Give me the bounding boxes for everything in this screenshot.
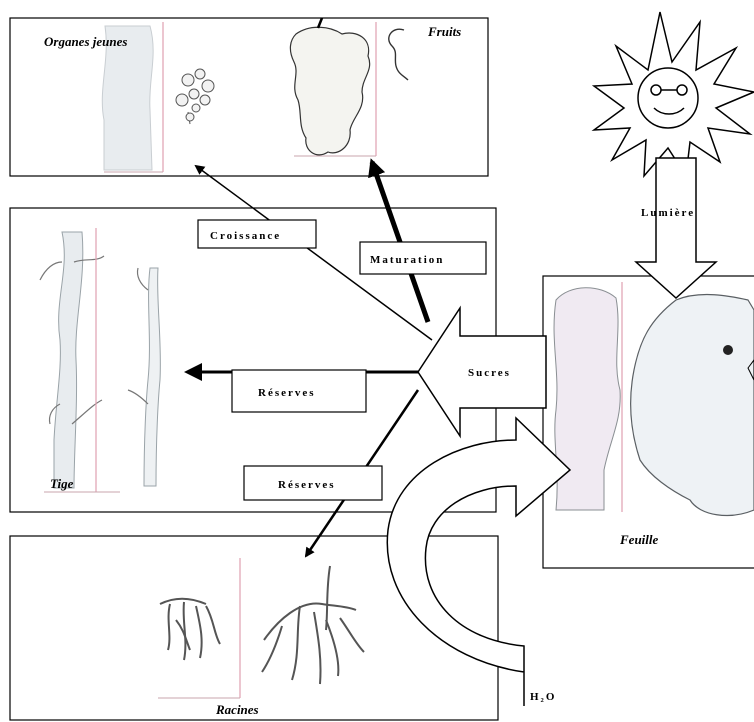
- reserves-tige-label: Réserves: [258, 387, 316, 399]
- croissance-label: Croissance: [210, 230, 281, 242]
- organes-jeunes-title: Organes jeunes: [44, 34, 127, 49]
- fruits-title: Fruits: [427, 24, 461, 39]
- maturation-label-box: Maturation: [360, 242, 486, 274]
- feuille-box: Feuille: [543, 276, 754, 568]
- reserves-racines-label-box: Réserves: [244, 466, 382, 500]
- reserves-racines-label: Réserves: [278, 479, 336, 491]
- croissance-label-box: Croissance: [198, 220, 316, 248]
- reserves-tige-label-box: Réserves: [232, 370, 366, 412]
- organes-jeunes-box: Organes jeunes Fruits: [10, 18, 488, 176]
- feuille-title: Feuille: [619, 532, 659, 547]
- sucres-label: Sucres: [468, 367, 511, 379]
- maturation-label: Maturation: [370, 254, 444, 266]
- racines-title: Racines: [215, 702, 259, 717]
- sun-illustration: [594, 12, 754, 176]
- h2o-label: H₂O: [530, 691, 556, 703]
- lumiere-label: Lumière: [641, 207, 695, 219]
- tige-title: Tige: [50, 476, 74, 491]
